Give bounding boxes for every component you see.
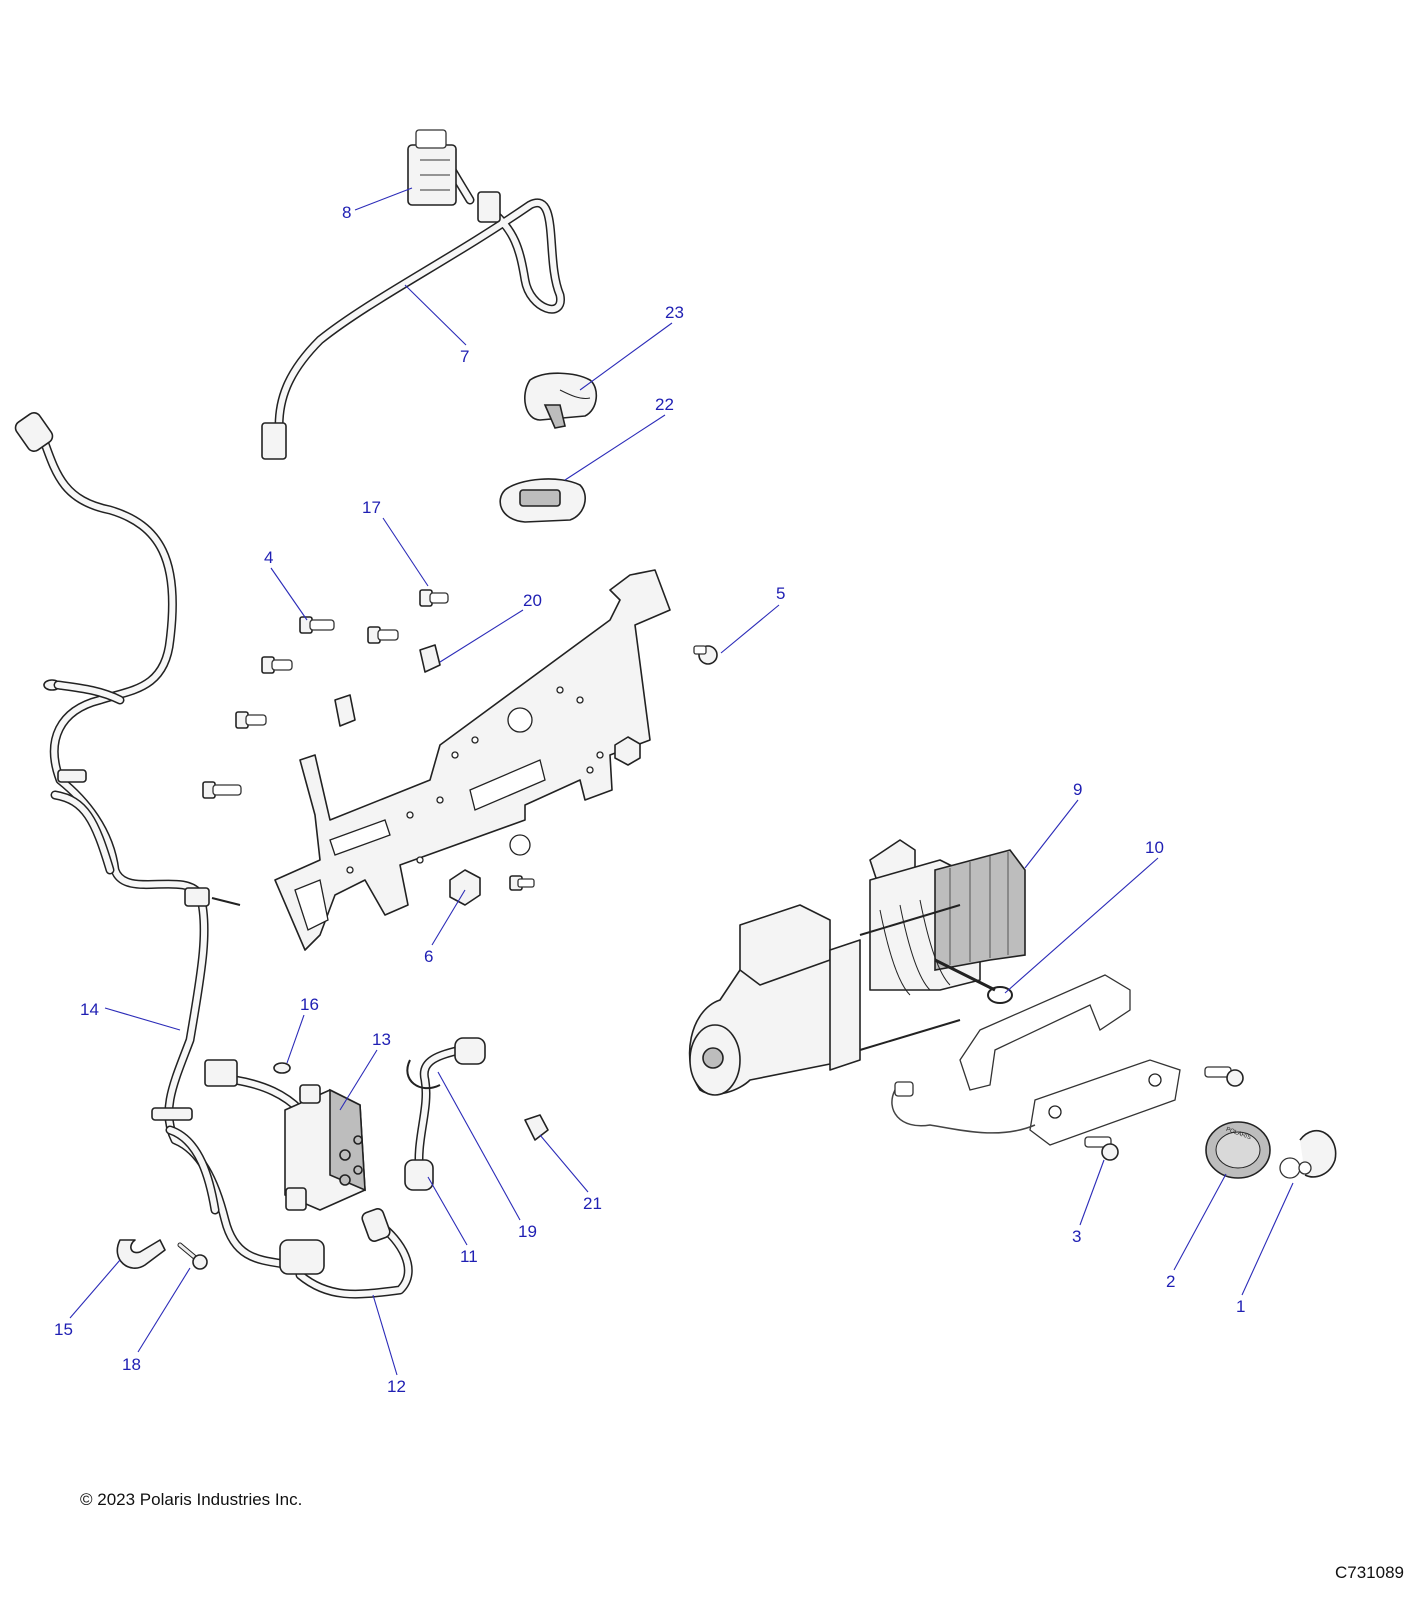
callout-8: 8 [342,203,351,222]
fairlead-bracket [891,974,1181,1146]
callout-16: 16 [300,995,319,1014]
callout-19: 19 [518,1222,537,1241]
callout-22: 22 [655,395,674,414]
callout-14: 14 [80,1000,99,1019]
battery-cable-14 [14,411,295,1270]
callout-20: 20 [523,591,542,610]
callout-6: 6 [424,947,433,966]
solenoid-13 [204,1059,366,1211]
bolt-18 [177,1242,208,1270]
bolt-3 [1084,1136,1119,1161]
callout-labels: 1 2 3 4 5 6 7 8 9 10 11 12 13 14 15 16 1… [54,203,1245,1396]
hook-loop-10 [987,986,1013,1004]
drum-stopper-2: POLARIS [1205,1121,1271,1179]
callout-7: 7 [460,347,469,366]
drawing-number: C731089 [1334,1563,1404,1582]
winch-9 [688,839,1026,1096]
copyright-notice: © 2023 Polaris Industries Inc. [80,1490,303,1509]
bolt-upper-3 [1204,1066,1244,1087]
callout-2: 2 [1166,1272,1175,1291]
cable-12 [279,1208,413,1299]
hook-1 [1279,1129,1337,1179]
bolt-5 [693,645,718,665]
bolt-17 [419,589,449,607]
bolts-4 [202,616,399,799]
callout-15: 15 [54,1320,73,1339]
callout-3: 3 [1072,1227,1081,1246]
clips-20 [334,644,441,727]
callout-18: 18 [122,1355,141,1374]
callout-23: 23 [665,303,684,322]
callout-21: 21 [583,1194,602,1213]
callout-13: 13 [372,1030,391,1049]
leader-lines [69,187,1294,1376]
callout-9: 9 [1073,780,1082,799]
clip-21 [524,1114,549,1141]
cable-11-19 [404,1037,486,1191]
connector-block-8 [407,129,501,223]
nut-6 [449,736,641,906]
callout-12: 12 [387,1377,406,1396]
winch-mounting-plate [274,569,671,951]
pin-16 [273,1062,291,1074]
clamp-15 [116,1239,166,1269]
cover-23 [524,372,598,429]
callout-1: 1 [1236,1297,1245,1316]
callout-4: 4 [264,548,273,567]
callout-17: 17 [362,498,381,517]
callout-5: 5 [776,584,785,603]
callout-10: 10 [1145,838,1164,857]
callout-11: 11 [460,1247,478,1266]
cover-22 [499,478,586,523]
